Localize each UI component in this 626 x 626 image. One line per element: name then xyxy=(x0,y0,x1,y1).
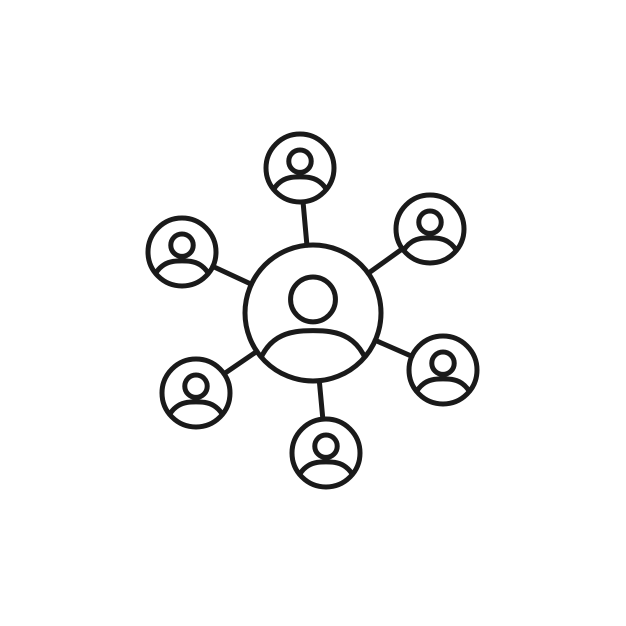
user-upper-right-shoulders xyxy=(397,235,463,262)
satellite-users xyxy=(145,131,480,490)
user-lower-left-head xyxy=(182,372,210,400)
central-user-icon xyxy=(242,242,384,384)
user-bottom-shoulders xyxy=(293,459,359,486)
user-upper-right-icon xyxy=(393,192,467,266)
user-bottom-head xyxy=(312,432,340,460)
user-lower-left-icon xyxy=(159,356,233,430)
user-lower-left-ring xyxy=(159,356,233,430)
connector-line xyxy=(372,337,415,359)
user-upper-right-ring xyxy=(393,192,467,266)
central-user-icon xyxy=(242,242,384,384)
user-upper-right-head xyxy=(416,208,444,236)
user-upper-left-head xyxy=(168,231,196,259)
user-lower-right-ring xyxy=(406,333,480,407)
user-lower-left-shoulders xyxy=(163,399,229,426)
connector-line xyxy=(365,246,405,276)
user-top-icon xyxy=(263,131,337,205)
user-upper-left-shoulders xyxy=(149,258,215,285)
user-upper-left-ring xyxy=(145,215,219,289)
user-lower-right-shoulders xyxy=(410,376,476,403)
connector-line xyxy=(210,263,254,287)
user-lower-right-icon xyxy=(406,333,480,407)
connector-line xyxy=(221,348,260,377)
user-lower-right-head xyxy=(429,349,457,377)
connector-lines xyxy=(210,199,415,422)
user-top-head xyxy=(286,147,314,175)
user-bottom-icon xyxy=(289,416,363,490)
user-top-shoulders xyxy=(267,174,333,201)
connector-line xyxy=(316,378,326,422)
user-top-ring xyxy=(263,131,337,205)
user-upper-left-icon xyxy=(145,215,219,289)
central-user-head xyxy=(288,274,338,325)
central-user-ring xyxy=(242,242,384,384)
connector-line xyxy=(300,199,310,248)
central-user-shoulders xyxy=(251,328,375,380)
user-bottom-ring xyxy=(289,416,363,490)
